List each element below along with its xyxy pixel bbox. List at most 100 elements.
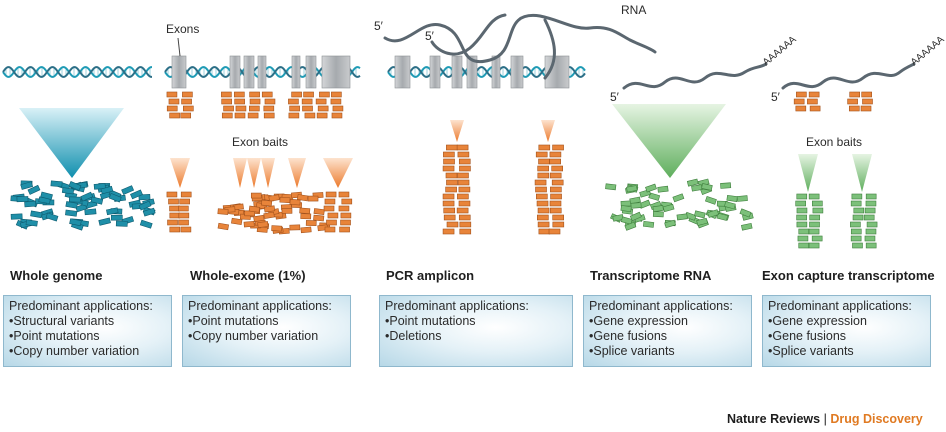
application-item: Splice variants [768, 344, 925, 359]
rna-transcript-5 [781, 62, 916, 90]
cdna-fragment [865, 193, 877, 200]
amplicon-fragment [534, 179, 547, 186]
exon-fragment [243, 220, 255, 228]
amplicon-fragment [551, 165, 563, 172]
cdna-fragment [648, 192, 661, 201]
application-item: Deletions [385, 329, 567, 344]
panel-title-exon-capture: Exon capture transcriptome [762, 268, 935, 283]
exon-fragment [300, 213, 312, 220]
polya-label-2: AAAAAA [909, 34, 946, 68]
exon-fragment [313, 214, 325, 222]
exon-fragment [289, 224, 301, 231]
cdna-fragment [657, 185, 669, 193]
exon-block [394, 55, 411, 89]
fragments-exon-capture [793, 91, 878, 249]
exon-fragment [302, 105, 313, 112]
dna-fragment [68, 181, 82, 191]
exon-fragment [253, 214, 265, 222]
application-item: Copy number variation [188, 329, 345, 344]
cdna-fragment [716, 212, 729, 221]
cdna-fragment [850, 228, 862, 235]
exon-fragment [263, 112, 275, 119]
exon-fragment [169, 112, 180, 119]
amplicon-fragment [442, 165, 455, 172]
exon-fragment [326, 219, 337, 226]
exon-fragment [221, 91, 232, 98]
exon-fragment [168, 98, 180, 105]
amplicon-fragment [538, 144, 551, 151]
cdna-fragment [850, 221, 861, 228]
exon-fragment [304, 112, 316, 119]
cdna-fragment [865, 228, 877, 235]
exon-fragment [168, 198, 179, 205]
fragments-amplicon [442, 144, 565, 235]
cdna-fragment [866, 221, 878, 228]
dna-fragment [115, 220, 128, 227]
applications-heading: Predominant applications: [385, 299, 529, 313]
exon-block [429, 55, 441, 89]
amplicon-fragment [458, 200, 471, 207]
application-item: Gene expression [768, 314, 925, 329]
exon-fragment [338, 205, 350, 212]
bait-cone [247, 158, 261, 188]
applications-heading: Predominant applications: [589, 299, 733, 313]
cdna-fragment [705, 196, 717, 205]
exon-fragment [305, 220, 317, 226]
exon-fragment [303, 91, 314, 98]
application-item: Copy number variation [9, 344, 166, 359]
rna-label: RNA [621, 3, 646, 17]
exon-fragment [341, 198, 353, 205]
exon-fragment [291, 91, 302, 98]
funnel-transcriptome [612, 104, 726, 178]
amplicon-fragment [459, 221, 472, 228]
exon-fragment [249, 105, 260, 112]
dna-fragment [61, 187, 75, 195]
amplicon-fragment [552, 221, 565, 228]
amplicon-fragment [457, 179, 470, 186]
bait-cone [288, 158, 306, 188]
amplicon-fragment [446, 221, 459, 228]
exon-fragment [268, 194, 280, 202]
cdna-fragment [865, 242, 877, 249]
panel-title-transcriptome-rna: Transcriptome RNA [590, 268, 712, 283]
exon-fragment [247, 112, 259, 119]
exon-fragment [183, 105, 194, 112]
cdna-fragment [645, 183, 657, 193]
exon-baits-label-2: Exon baits [806, 135, 862, 149]
amplicon-fragment [537, 165, 549, 172]
cdna-fragment [662, 203, 675, 213]
exon-fragment [860, 105, 872, 112]
amplicon-fragment [457, 151, 470, 158]
cdna-fragment [739, 208, 752, 218]
amplicon-fragment [536, 200, 549, 207]
rna-loop [543, 18, 556, 80]
cdna-fragment [797, 235, 809, 242]
exon-fragment [289, 198, 301, 206]
application-item: Structural variants [9, 314, 166, 329]
exon-block [171, 55, 187, 89]
application-item: Splice variants [589, 344, 746, 359]
dna-fragment [16, 196, 29, 203]
amplicon-fragment [536, 193, 548, 200]
applications-box-exon-capture: Predominant applications: Gene expressio… [762, 295, 931, 367]
dna-fragment [65, 209, 78, 217]
dna-fragment [84, 208, 97, 216]
applications-box-whole-genome: Predominant applications: Structural var… [3, 295, 172, 367]
exon-fragment [261, 199, 273, 207]
dna-fragment [138, 200, 152, 211]
exon-fragment [316, 112, 328, 119]
applications-heading: Predominant applications: [9, 299, 153, 313]
exon-fragment [235, 105, 247, 112]
cdna-fragment [811, 235, 823, 242]
applications-box-transcriptome-rna: Predominant applications: Gene expressio… [583, 295, 752, 367]
exon-fragment [313, 208, 325, 216]
exon-fragment [315, 98, 327, 105]
exon-block [257, 55, 267, 89]
applications-box-pcr-amplicon: Predominant applications: Point mutation… [379, 295, 573, 367]
dna-fragment [20, 181, 34, 190]
dna-fragment [27, 184, 41, 195]
dna-fragment [138, 194, 151, 201]
exon-fragment [179, 198, 190, 205]
dna-fragment [45, 212, 59, 222]
exon-block [510, 55, 524, 89]
